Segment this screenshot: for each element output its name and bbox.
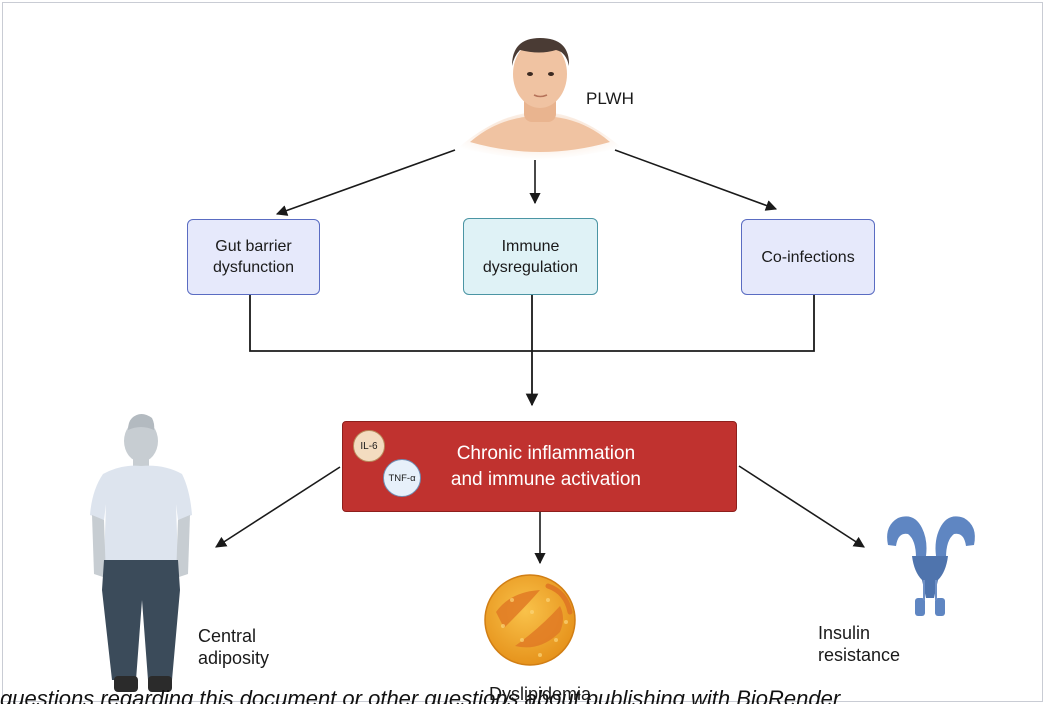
converging-connector: [249, 295, 815, 352]
co-infections-label: Co-infections: [761, 248, 855, 266]
co-infections-box: Co-infections: [741, 219, 875, 295]
immune-dysregulation-box: Immune dysregulation: [463, 218, 598, 295]
tnf-alpha-cytokine-icon: TNF-α: [383, 459, 421, 497]
insulin-resistance-label: Insulin resistance: [818, 623, 901, 665]
person-icon: [458, 38, 622, 160]
arrow-plwh-to-gut: [275, 149, 456, 216]
lipid-particle-icon: [484, 574, 576, 666]
gut-barrier-box: Gut barrier dysfunction: [187, 219, 320, 295]
il6-cytokine-icon: IL-6: [353, 430, 385, 462]
immune-dysregulation-label: Immune dysregulation: [482, 237, 579, 276]
arrow-plwh-to-coinf: [614, 149, 778, 211]
footer-text: questions regarding this document or oth…: [0, 688, 841, 704]
obese-person-icon: [90, 414, 192, 692]
chronic-inflammation-label: Chronic inflammation and immune activati…: [450, 442, 641, 490]
arrow-to-insulin-resistance: [738, 465, 865, 548]
insulin-receptor-icon: [887, 516, 975, 616]
central-adiposity-label: Central adiposity: [198, 626, 270, 668]
arrow-to-central-adiposity: [215, 466, 341, 548]
gut-barrier-label: Gut barrier dysfunction: [213, 238, 294, 276]
dyslipidemia-label: Dyslipidemia: [488, 684, 592, 704]
plwh-label: PLWH: [586, 89, 634, 108]
